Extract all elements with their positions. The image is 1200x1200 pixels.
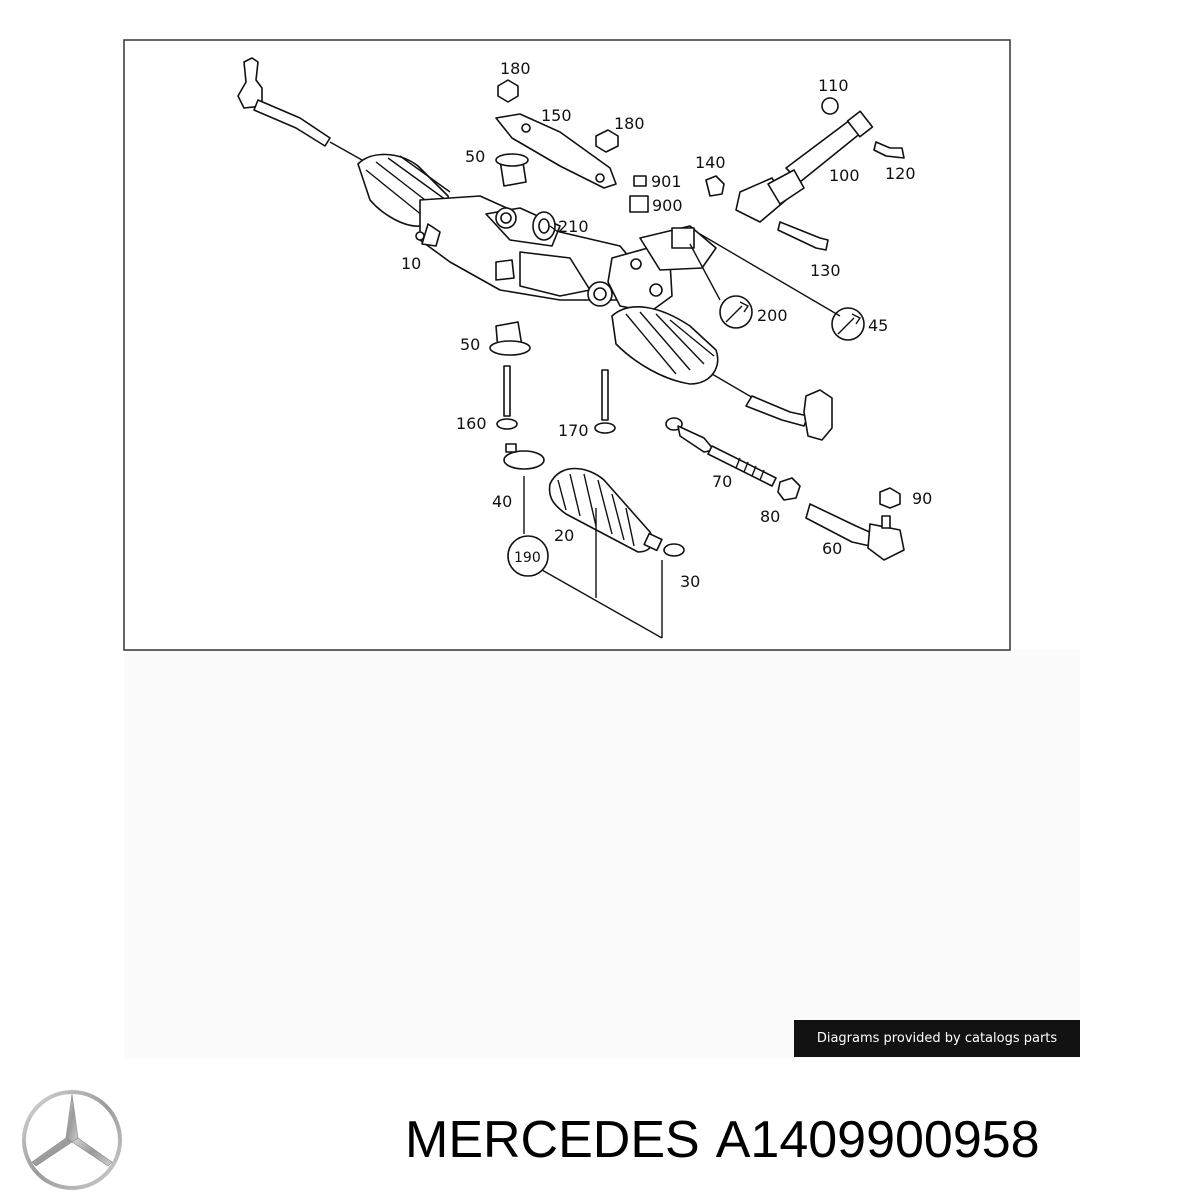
right-boot-assembly [611, 306, 833, 441]
reference-circle-190 [507, 476, 663, 639]
diagram-frame [123, 39, 1011, 651]
callout-901: 901 [651, 172, 682, 191]
mercedes-star-logo-icon [22, 1090, 122, 1190]
callout-80: 80 [760, 507, 780, 526]
callout-900: 900 [652, 196, 683, 215]
inner-tie-rod [665, 417, 801, 501]
callout-150: 150 [541, 106, 572, 125]
callout-45: 45 [868, 316, 888, 335]
callout-50b: 50 [460, 335, 480, 354]
callout-180b: 180 [614, 114, 645, 133]
callout-70: 70 [712, 472, 732, 491]
boot-kit [503, 443, 685, 557]
steering-rack-diagram: 180 150 180 110 50 140 901 900 100 120 2… [123, 39, 1011, 651]
leader-lines [549, 225, 841, 317]
left-tie-rod [237, 57, 363, 161]
callout-20: 20 [554, 526, 574, 545]
callout-180a: 180 [500, 59, 531, 78]
callout-130: 130 [810, 261, 841, 280]
callout-30: 30 [680, 572, 700, 591]
callout-90: 90 [912, 489, 932, 508]
part-number: A1409900958 [715, 1111, 1040, 1169]
callout-10: 10 [401, 254, 421, 273]
steering-rack-housing [357, 153, 717, 313]
wrench-symbol-icon [719, 295, 865, 341]
callout-120: 120 [885, 164, 916, 183]
callout-50a: 50 [465, 147, 485, 166]
part-caption: MERCEDES A1409900958 [405, 1105, 1040, 1175]
image-background-panel [124, 650, 1080, 1058]
callout-190: 190 [514, 550, 541, 566]
brand-name: MERCEDES [405, 1111, 700, 1169]
callout-40: 40 [492, 492, 512, 511]
callout-140: 140 [695, 153, 726, 172]
hardware-parts [489, 79, 905, 434]
callout-60: 60 [822, 539, 842, 558]
callout-170: 170 [558, 421, 589, 440]
callout-110: 110 [818, 76, 849, 95]
callout-100: 100 [829, 166, 860, 185]
callout-160: 160 [456, 414, 487, 433]
mounting-bracket [495, 113, 617, 189]
diagram-credit-badge: Diagrams provided by catalogs parts [794, 1020, 1080, 1057]
callout-210: 210 [558, 217, 589, 236]
intermediate-shaft [735, 110, 874, 223]
callout-200: 200 [757, 306, 788, 325]
outer-tie-rod-end [805, 487, 905, 561]
